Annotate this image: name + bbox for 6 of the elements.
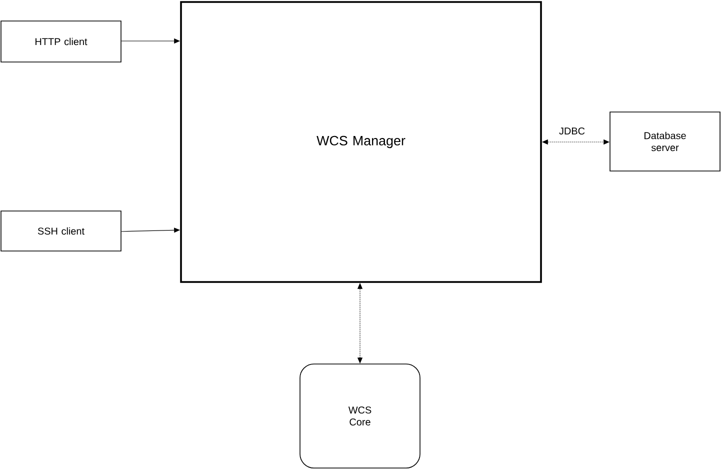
process-box: Database server	[610, 112, 720, 172]
process-box: SSH client	[0, 210, 122, 252]
rounded-box: WCS Core	[300, 364, 420, 468]
component-box: WCS Manager	[180, 1, 542, 283]
edge-label: JDBC	[558, 126, 586, 136]
process-box: HTTP client	[0, 20, 122, 62]
